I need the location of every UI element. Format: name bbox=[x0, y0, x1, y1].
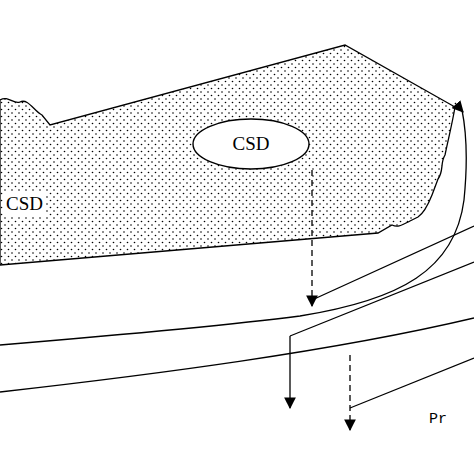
cut-label: Pr bbox=[428, 411, 448, 428]
region-label: CSD bbox=[6, 193, 43, 215]
layer-line bbox=[350, 358, 474, 408]
layer-line bbox=[0, 318, 474, 392]
curve-arrow bbox=[455, 103, 463, 112]
solid-arrow bbox=[289, 336, 290, 408]
dashed-arrow bbox=[349, 355, 350, 430]
region-label: CSD bbox=[233, 133, 270, 155]
stippled-region: CSD CSD bbox=[0, 45, 462, 270]
ellipse-body: CSD bbox=[192, 118, 310, 170]
